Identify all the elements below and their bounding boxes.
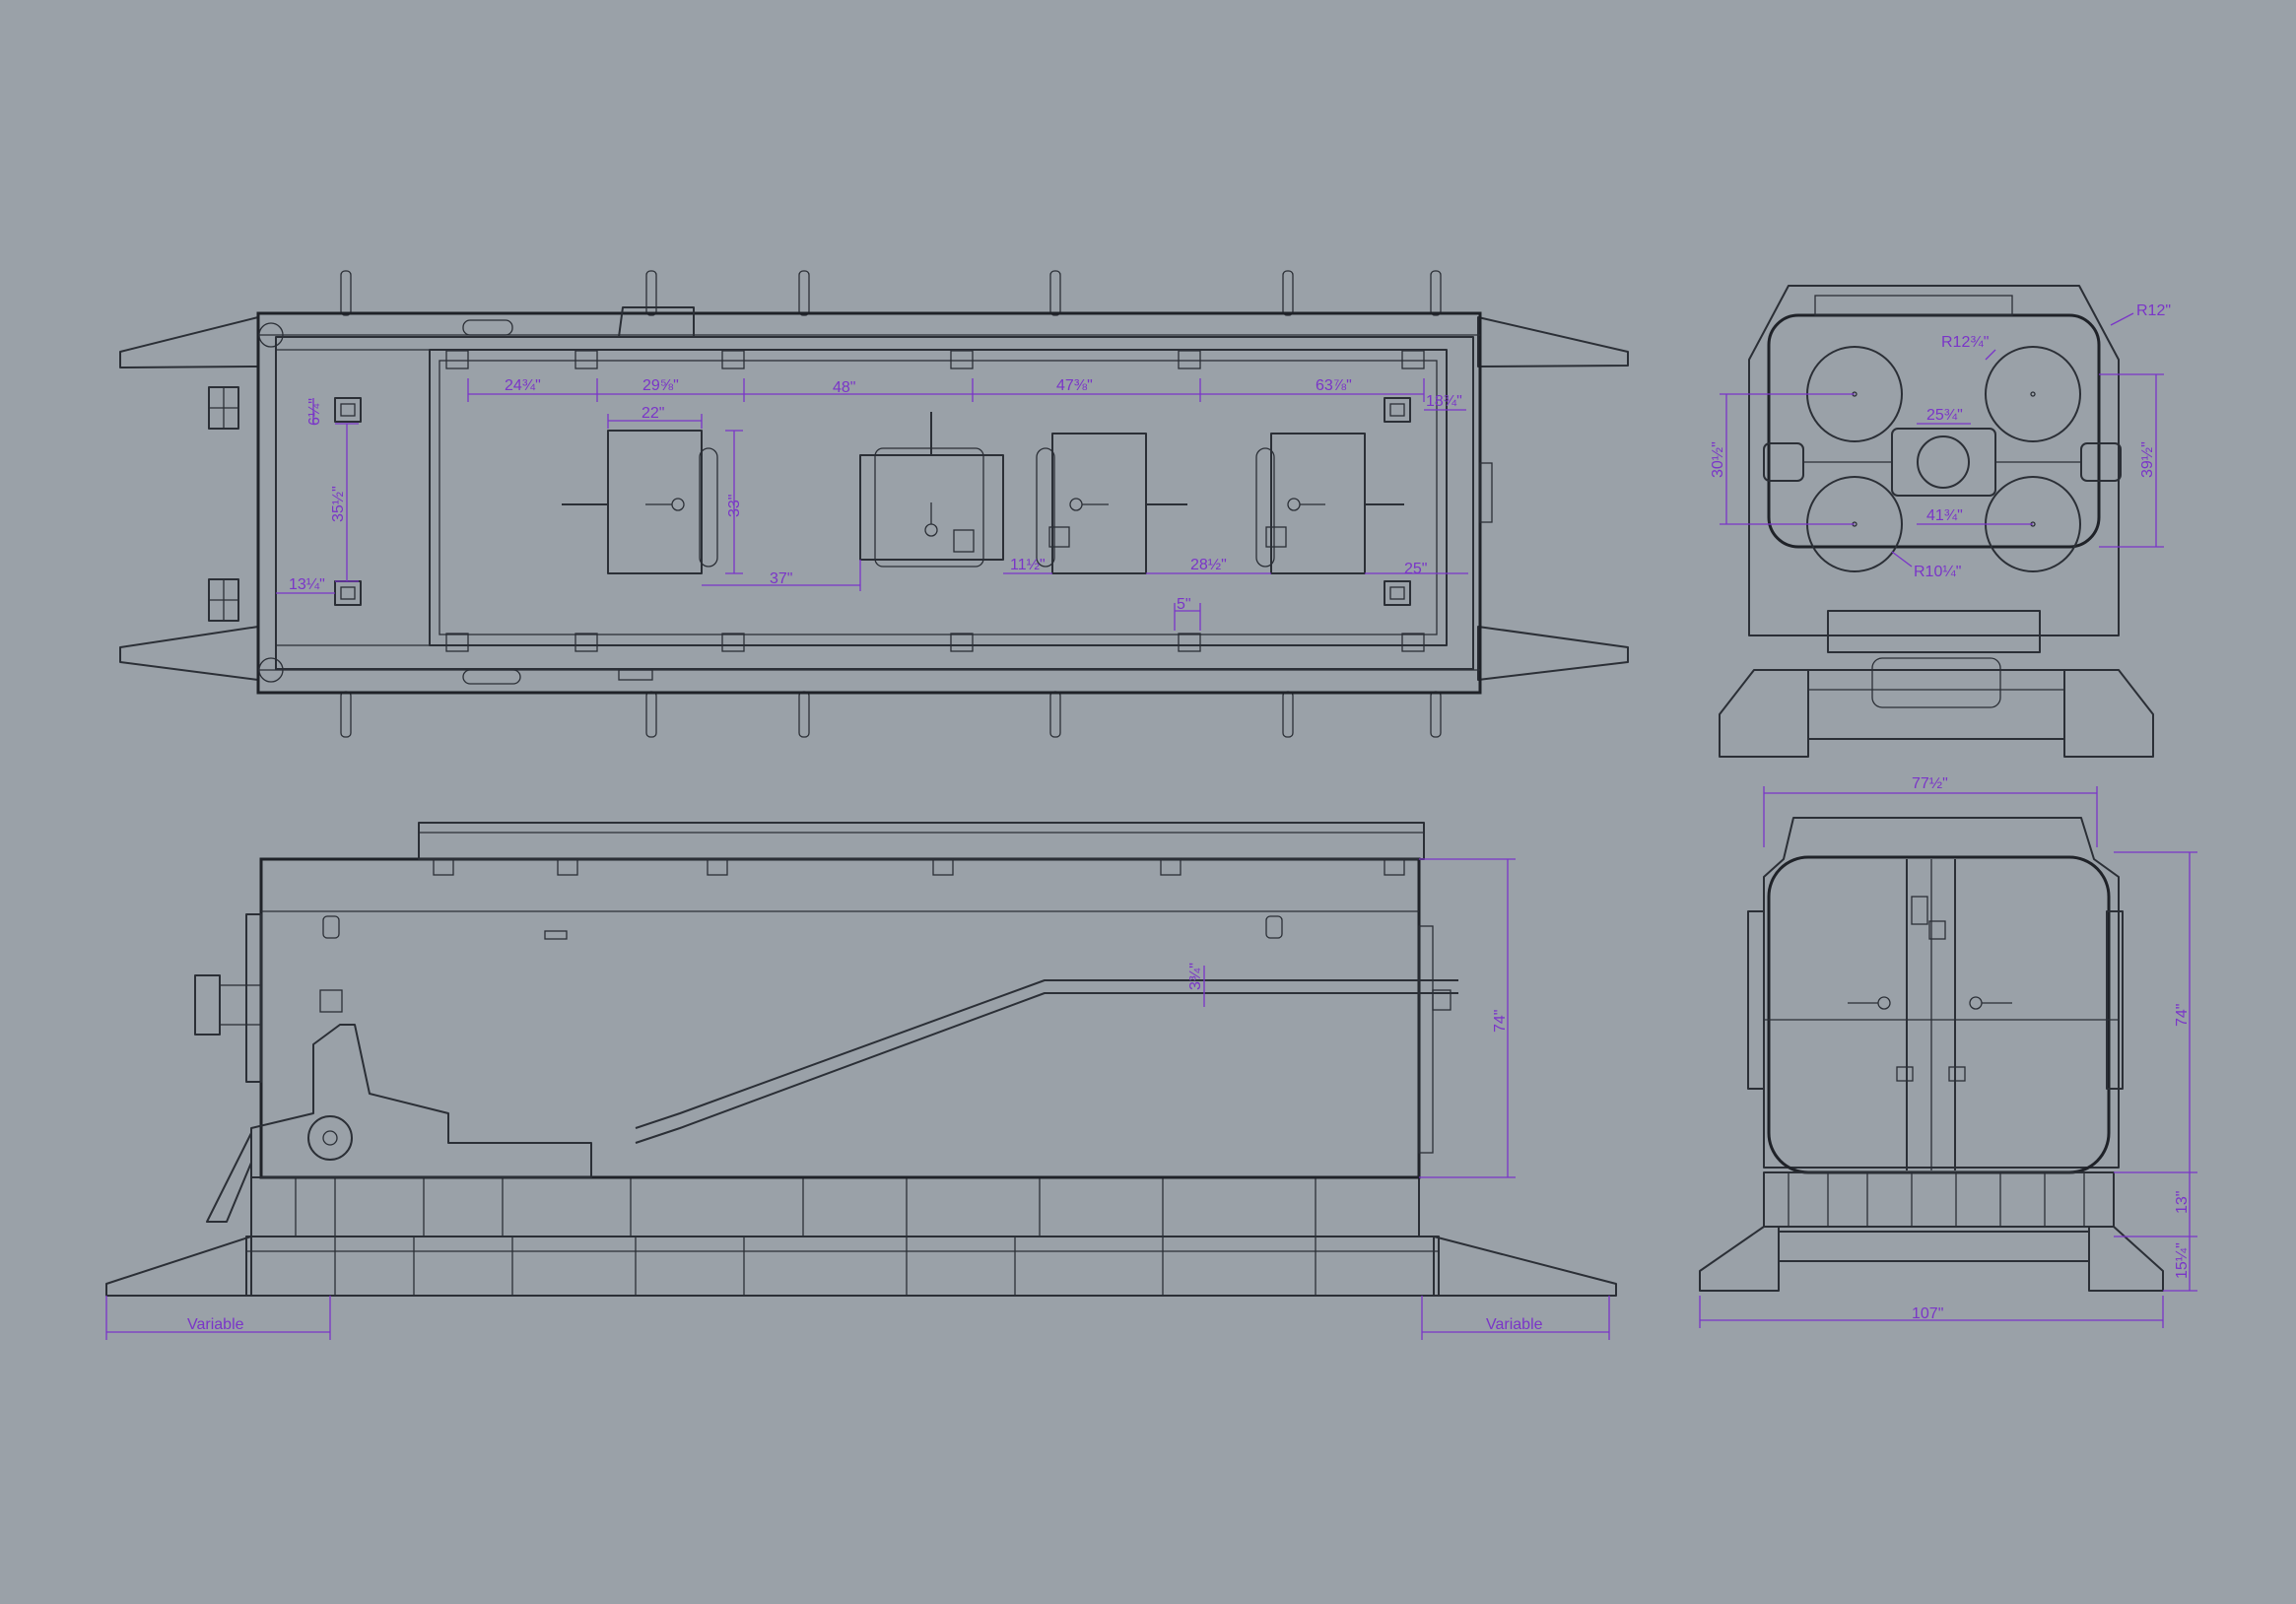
dim-18-3-4: 18¾" [1426,393,1462,410]
dim-41-3-4: 41¾" [1926,507,1963,524]
dim-37: 37" [770,570,792,587]
dim-3-3-4: 3¾" [1187,963,1204,990]
dim-39-1-2: 39½" [2139,441,2156,478]
end-elevation-dimensions: 77½" 74" 13" 15¼" 107" [1699,775,2197,1328]
side-view-dimensions: 74" 3¾" Variable Variable [105,858,1610,1340]
dim-22: 22" [642,405,664,422]
dim-30-1-2: 30½" [1710,441,1726,478]
dim-74-side: 74" [1492,1010,1509,1033]
dim-24-3-4: 24¾" [505,377,541,394]
top-view-dimensions: 24¾" 29⅝" 48" 47⅜" 63⅞" 18¾" 22" 6¼" 35½… [276,377,1468,631]
dim-29-5-8: 29⅝" [642,377,679,394]
dim-77-1-2: 77½" [1912,775,1948,792]
dim-25-3-4: 25¾" [1926,407,1963,424]
dim-variable-left: Variable [187,1316,244,1333]
dim-13: 13" [2174,1191,2191,1214]
dim-13-1-4: 13¼" [289,576,325,593]
dim-74-end: 74" [2174,1004,2191,1027]
dim-63-7-8: 63⅞" [1316,377,1352,394]
dim-r12: R12" [2136,302,2171,319]
end-section-dimensions: R12" R12¾" 25¾" 30½" 39½" 41¾" R10¼" [1710,302,2171,580]
dim-6-1-4: 6¼" [306,398,323,426]
dim-5: 5" [1177,596,1191,613]
dim-11-1-2: 11½" [1010,557,1046,573]
dim-25: 25" [1404,561,1427,577]
dim-r12-3-4: R12¾" [1941,334,1989,351]
dim-r10-1-4: R10¼" [1914,564,1961,580]
top-plan-view [119,270,1629,738]
dim-33: 33" [726,495,743,517]
dim-47-3-8: 47⅜" [1056,377,1093,394]
dim-15-1-4: 15¼" [2174,1242,2191,1279]
dim-35-1-2: 35½" [330,486,347,522]
side-elevation-view [105,822,1617,1297]
dim-48: 48" [833,379,855,396]
dim-107: 107" [1912,1305,1943,1322]
dim-variable-right: Variable [1486,1316,1543,1333]
dim-28-1-2: 28½" [1190,557,1227,573]
end-section-view [1719,285,2154,758]
end-elevation-view [1699,817,2164,1292]
